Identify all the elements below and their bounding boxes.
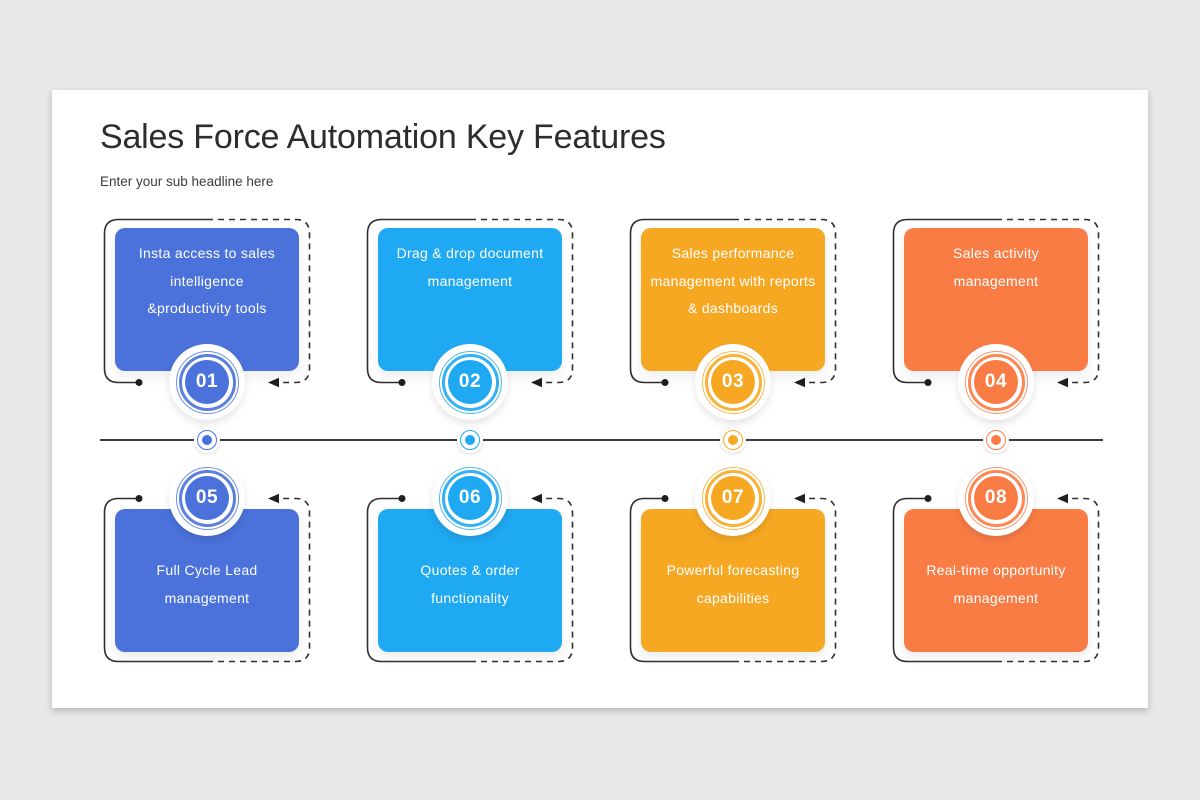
flow-arrow-icon: [531, 493, 542, 504]
feature-card-2: Drag & drop document management 02: [366, 218, 574, 420]
timeline-node-1: [194, 427, 220, 453]
flow-dot: [661, 379, 669, 386]
number-badge: 08: [958, 460, 1034, 536]
timeline-node-ring: [986, 430, 1006, 450]
card-outline-arrow: [366, 218, 574, 388]
badge-ring-mid: [441, 353, 499, 411]
badge-ring-mid: [967, 353, 1025, 411]
flow-arrow-icon: [794, 377, 805, 388]
feature-card-5: Full Cycle Lead management 05: [103, 460, 311, 663]
timeline-node-ring: [197, 430, 217, 450]
page-title: Sales Force Automation Key Features: [100, 118, 666, 156]
card-outline-arrow: [892, 218, 1100, 388]
flow-arrow-icon: [531, 377, 542, 388]
card-outline-arrow: [892, 493, 1100, 663]
badge-ring-outer: [701, 350, 765, 414]
number-badge: 02: [432, 344, 508, 420]
badge-ring-mid: [704, 469, 762, 527]
flow-dot: [398, 495, 406, 502]
page-subtitle: Enter your sub headline here: [100, 174, 274, 189]
flow-dot: [135, 379, 143, 386]
badge-ring-mid: [967, 469, 1025, 527]
timeline-node-dot: [991, 435, 1001, 445]
badge-ring-mid: [178, 469, 236, 527]
timeline-node-dot: [728, 435, 738, 445]
card-body: Drag & drop document management: [378, 228, 562, 371]
flow-dot: [398, 379, 406, 386]
flow-arrow-icon: [1057, 493, 1068, 504]
number-badge: 04: [958, 344, 1034, 420]
card-body: Insta access to sales intelligence &prod…: [115, 228, 299, 371]
badge-ring-outer: [175, 466, 239, 530]
number-badge: 05: [169, 460, 245, 536]
card-title: Quotes & order functionality: [420, 562, 520, 606]
timeline-line: [100, 439, 1103, 441]
card-title: Powerful forecasting capabilities: [666, 562, 800, 606]
feature-card-7: Powerful forecasting capabilities 07: [629, 460, 837, 663]
badge-number: 06: [448, 476, 492, 520]
flow-dot: [135, 495, 143, 502]
feature-card-1: Insta access to sales intelligence &prod…: [103, 218, 311, 420]
badge-ring-outer: [964, 466, 1028, 530]
badge-ring-outer: [438, 350, 502, 414]
card-title: Real-time opportunity management: [926, 562, 1066, 606]
badge-number: 04: [974, 360, 1018, 404]
badge-number: 01: [185, 360, 229, 404]
badge-ring-outer: [964, 350, 1028, 414]
number-badge: 06: [432, 460, 508, 536]
number-badge: 07: [695, 460, 771, 536]
number-badge: 03: [695, 344, 771, 420]
flow-arrow-icon: [268, 493, 279, 504]
card-title: Full Cycle Lead management: [156, 562, 258, 606]
timeline-node-dot: [202, 435, 212, 445]
flow-arrow-icon: [268, 377, 279, 388]
flow-arrow-icon: [794, 493, 805, 504]
card-outline-arrow: [103, 493, 311, 663]
timeline-node-3: [720, 427, 746, 453]
badge-number: 03: [711, 360, 755, 404]
flow-dot: [924, 379, 932, 386]
badge-ring-mid: [704, 353, 762, 411]
flow-arrow-icon: [1057, 377, 1068, 388]
card-outline-arrow: [103, 218, 311, 388]
badge-number: 07: [711, 476, 755, 520]
card-body: Sales activity management: [904, 228, 1088, 371]
badge-number: 05: [185, 476, 229, 520]
timeline-node-ring: [723, 430, 743, 450]
feature-card-3: Sales performance management with report…: [629, 218, 837, 420]
flow-dot: [661, 495, 669, 502]
timeline-node-ring: [460, 430, 480, 450]
timeline-node-4: [983, 427, 1009, 453]
badge-number: 08: [974, 476, 1018, 520]
card-title: Sales performance management with report…: [650, 245, 816, 316]
badge-ring-mid: [441, 469, 499, 527]
feature-card-4: Sales activity management 04: [892, 218, 1100, 420]
card-outline-arrow: [629, 493, 837, 663]
badge-number: 02: [448, 360, 492, 404]
badge-ring-outer: [175, 350, 239, 414]
timeline-node-2: [457, 427, 483, 453]
card-title: Sales activity management: [953, 245, 1039, 289]
number-badge: 01: [169, 344, 245, 420]
card-outline-arrow: [366, 493, 574, 663]
card-outline-arrow: [629, 218, 837, 388]
badge-ring-outer: [701, 466, 765, 530]
badge-ring-mid: [178, 353, 236, 411]
card-title: Insta access to sales intelligence &prod…: [138, 245, 276, 316]
feature-card-8: Real-time opportunity management 08: [892, 460, 1100, 663]
feature-card-6: Quotes & order functionality 06: [366, 460, 574, 663]
card-title: Drag & drop document management: [396, 245, 544, 289]
flow-dot: [924, 495, 932, 502]
badge-ring-outer: [438, 466, 502, 530]
timeline-node-dot: [465, 435, 475, 445]
